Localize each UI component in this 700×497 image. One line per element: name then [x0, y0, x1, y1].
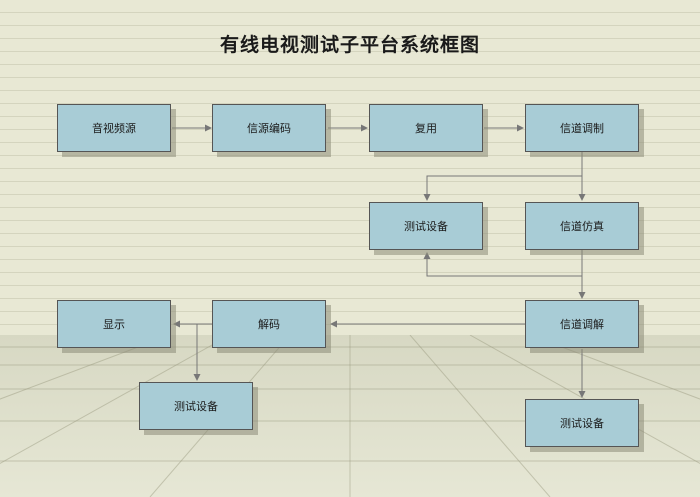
node-channel-modulation-label: 信道调制: [560, 122, 604, 135]
node-test-equipment-3[interactable]: 测试设备: [525, 399, 639, 447]
node-decoding-label: 解码: [258, 318, 280, 331]
node-multiplex[interactable]: 复用: [369, 104, 483, 152]
arrow-simulation-to-test1: [423, 250, 583, 277]
node-display[interactable]: 显示: [57, 300, 171, 348]
node-display-label: 显示: [103, 318, 125, 331]
node-test-equipment-2[interactable]: 测试设备: [139, 382, 253, 430]
node-test-equipment-3-label: 测试设备: [560, 417, 604, 430]
arrow-modulation-to-test1: [423, 175, 582, 201]
node-channel-simulation[interactable]: 信道仿真: [525, 202, 639, 250]
page-title: 有线电视测试子平台系统框图: [219, 34, 480, 56]
node-channel-demodulation[interactable]: 信道调解: [525, 300, 639, 348]
node-av-source[interactable]: 音视频源: [57, 104, 171, 152]
node-channel-modulation[interactable]: 信道调制: [525, 104, 639, 152]
node-test-equipment-1[interactable]: 测试设备: [369, 202, 483, 250]
node-test-equipment-2-label: 测试设备: [174, 400, 218, 413]
node-av-source-label: 音视频源: [92, 122, 136, 135]
node-source-coding[interactable]: 信源编码: [212, 104, 326, 152]
node-multiplex-label: 复用: [415, 122, 437, 135]
background-wall: [0, 0, 700, 335]
node-source-coding-label: 信源编码: [247, 122, 291, 135]
node-channel-simulation-label: 信道仿真: [560, 220, 604, 233]
node-decoding[interactable]: 解码: [212, 300, 326, 348]
node-channel-demodulation-label: 信道调解: [560, 318, 604, 331]
node-test-equipment-1-label: 测试设备: [404, 220, 448, 233]
